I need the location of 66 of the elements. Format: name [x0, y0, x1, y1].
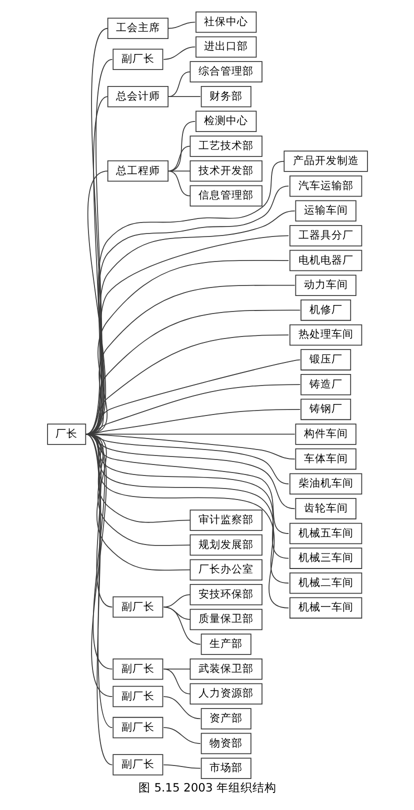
connector — [84, 96, 108, 435]
node-box: 副厂长 — [112, 754, 163, 776]
node-box: 热处理车间 — [288, 324, 362, 346]
node-box: 电机电器厂 — [288, 250, 362, 272]
node-box: 厂长 — [46, 424, 86, 445]
node-box: 规划发展部 — [189, 534, 262, 556]
node-box: 检测中心 — [195, 110, 256, 132]
node-box: 厂长办公室 — [189, 559, 262, 580]
node-box: 动力车间 — [294, 274, 356, 296]
node-box: 财务部 — [200, 86, 251, 108]
node-box: 市场部 — [200, 758, 251, 779]
connector — [162, 668, 190, 694]
connector — [162, 606, 190, 620]
node-box: 社保中心 — [195, 12, 256, 33]
connector — [162, 696, 200, 720]
node-box: 铸钢厂 — [300, 398, 351, 420]
node-box: 副厂长 — [112, 596, 163, 618]
node-box: 机械三车间 — [288, 548, 362, 569]
node-box: 副厂长 — [112, 686, 163, 708]
node-box: 机械一车间 — [288, 597, 362, 619]
node-box: 技术开发部 — [189, 160, 262, 182]
node-box: 审计监察部 — [189, 510, 262, 531]
caption: 图 5.15 2003 年组织结构 — [138, 780, 276, 794]
node-box: 总会计师 — [106, 86, 168, 108]
connector — [167, 170, 190, 196]
node-box: 工器具分厂 — [288, 225, 362, 246]
node-box: 机械二车间 — [288, 572, 362, 594]
node-box: 资产部 — [200, 708, 251, 730]
node-box: 运输车间 — [294, 200, 356, 222]
node-box: 产品开发制造 — [283, 150, 368, 172]
node-box: 机械五车间 — [288, 522, 362, 544]
node-box: 生产部 — [200, 634, 251, 655]
node-box: 铸造厂 — [300, 374, 351, 396]
connector — [167, 170, 190, 172]
node-box: 人力资源部 — [189, 683, 262, 705]
node-box: 总工程师 — [106, 160, 168, 182]
node-box: 安技环保部 — [189, 584, 262, 606]
connector — [162, 764, 200, 769]
node-box: 质量保卫部 — [189, 608, 262, 630]
connector — [162, 606, 200, 645]
node-box: 武装保卫部 — [189, 658, 262, 680]
connector — [84, 28, 108, 435]
connector — [167, 96, 200, 98]
node-box: 机修厂 — [300, 300, 351, 321]
node-box: 汽车运输部 — [288, 175, 362, 197]
connector — [162, 727, 200, 744]
node-box: 柴油机车间 — [288, 473, 362, 494]
node-box: 综合管理部 — [189, 61, 262, 82]
node-box: 构件车间 — [294, 424, 356, 445]
node-box: 副厂长 — [112, 658, 163, 680]
node-box: 工会主席 — [106, 18, 168, 39]
node-box: 齿轮车间 — [294, 498, 356, 520]
node-box: 物资部 — [200, 732, 251, 754]
connector — [162, 46, 196, 60]
node-box: 副厂长 — [112, 716, 163, 738]
connector — [167, 146, 190, 172]
node-box: 信息管理部 — [189, 185, 262, 206]
node-box: 锻压厂 — [300, 349, 351, 370]
node-box: 车体车间 — [294, 448, 356, 470]
node-box: 副厂长 — [112, 48, 163, 70]
connector — [162, 668, 190, 670]
node-box: 工艺技术部 — [189, 136, 262, 157]
connector — [84, 58, 112, 435]
node-box: 进出口部 — [195, 36, 256, 58]
connector — [167, 120, 196, 172]
connector — [167, 22, 196, 29]
